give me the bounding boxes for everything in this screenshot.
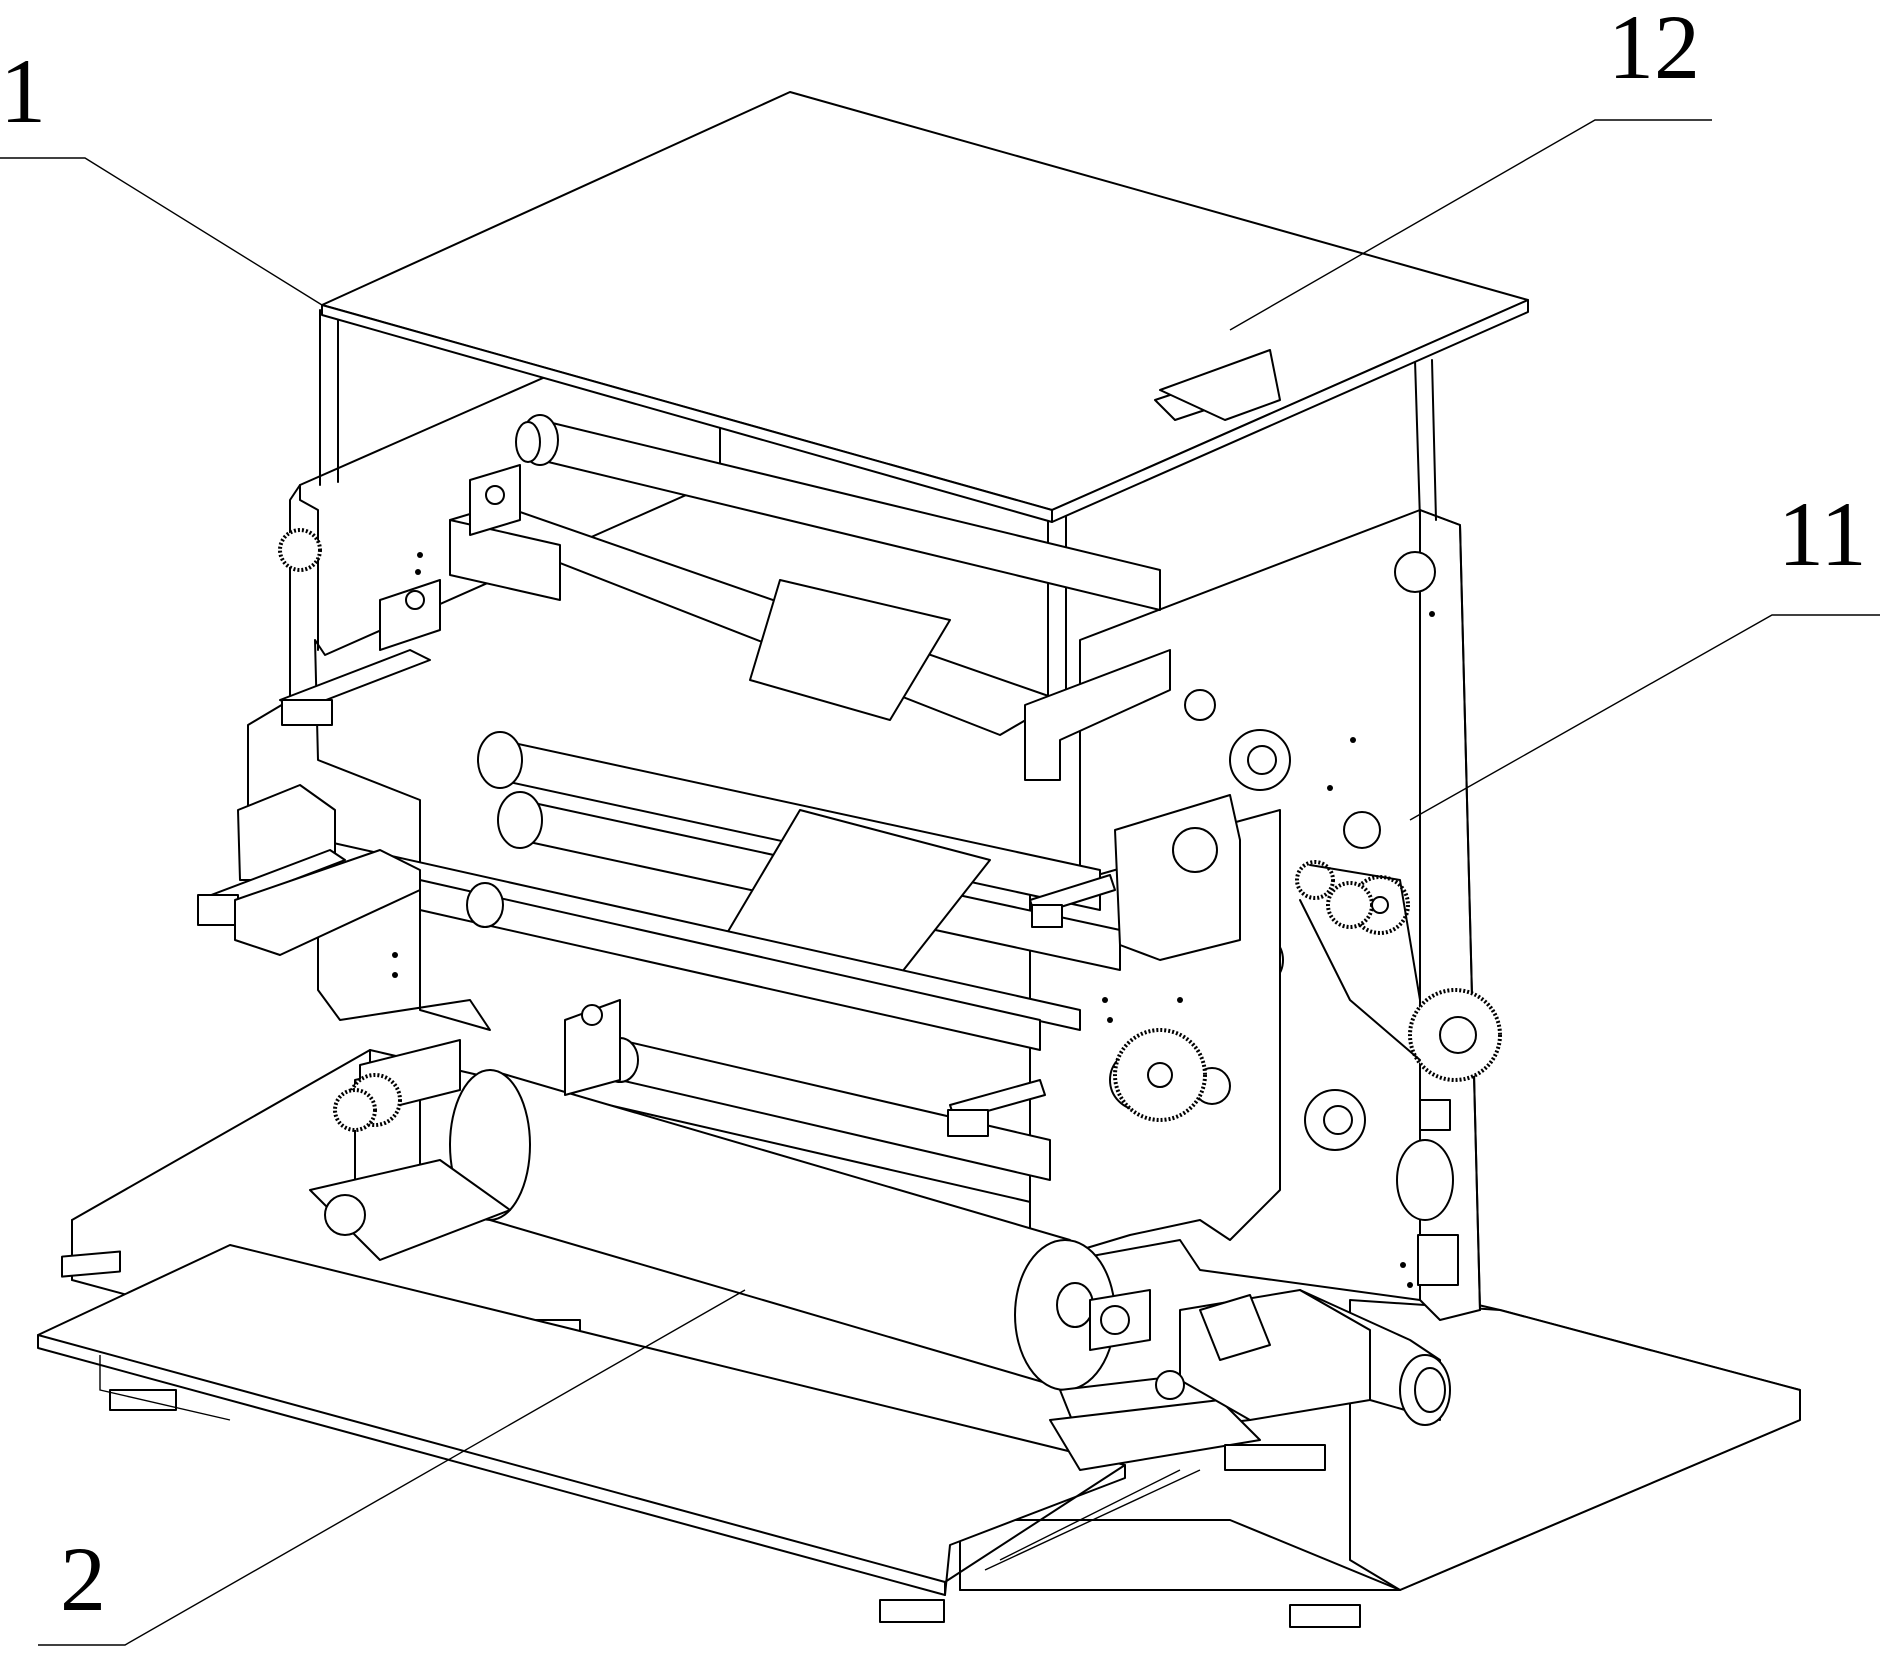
leader-line-2: [38, 1289, 746, 1646]
leader-lines: [0, 119, 1880, 1646]
callout-labels: 1 12 11 2: [0, 0, 1867, 1630]
callout-label-11: 11: [1778, 483, 1867, 585]
callout-label-12: 12: [1608, 0, 1700, 98]
leader-line-12: [1229, 119, 1712, 331]
motor: [1089, 1289, 1451, 1426]
brackets: [197, 349, 1326, 1471]
callout-label-1: 1: [0, 40, 46, 142]
callout-label-2: 2: [60, 1528, 106, 1630]
leader-line-11: [1409, 614, 1880, 821]
front-plate: [37, 1244, 1201, 1596]
leader-line-1: [0, 157, 323, 306]
rollers: [319, 414, 1161, 1391]
gears: [278, 528, 1502, 1132]
